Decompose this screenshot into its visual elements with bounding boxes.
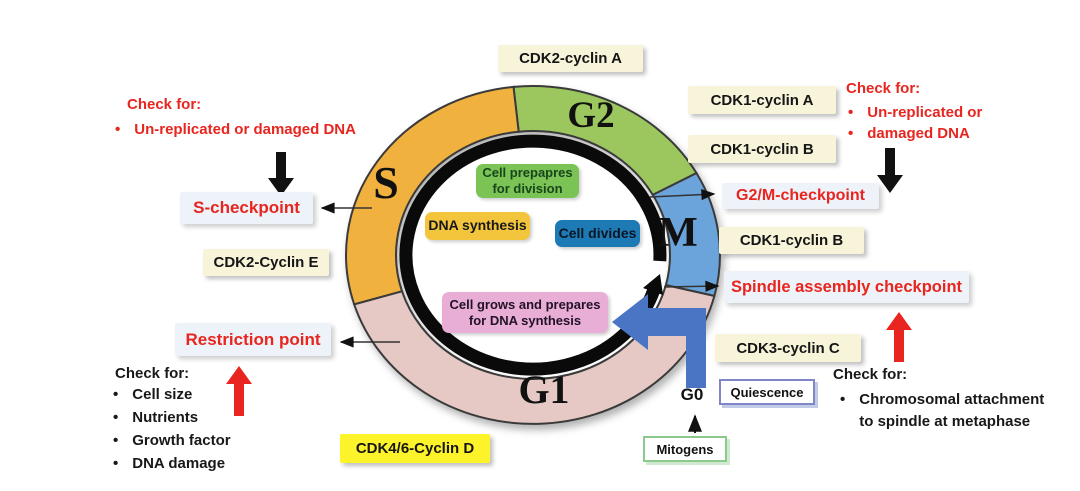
check-list-restriction-item-text: Nutrients [132, 409, 199, 426]
action-box-m: Cell divides [555, 220, 640, 247]
check-list-restriction-item-text: DNA damage [132, 455, 226, 472]
cycle-direction-arrowhead [643, 274, 663, 295]
action-box-g2: Cell prepapres for division [476, 164, 579, 198]
phase-label-g1: G1 [518, 367, 570, 412]
check-list-spindle-item: Chromosomal attachment to spindle at met… [840, 389, 1055, 433]
action-box-g1: Cell grows and prepares for DNA synthesi… [442, 292, 608, 333]
check-list-g2m-item-text: Un-replicated or [867, 104, 983, 121]
quiescence-box: Quiescence [719, 379, 815, 405]
arrow-down-icon-right [877, 148, 903, 193]
check-list-spindle-item-text: Chromosomal attachment to spindle at met… [859, 391, 1045, 430]
arrow-up-red-right [886, 312, 912, 362]
cyclin-box-cdk1-cyclin-b-lower: CDK1-cyclin B [719, 227, 864, 254]
check-list-restriction-item-text: Cell size [132, 386, 193, 403]
mitogens-box: Mitogens [643, 436, 727, 462]
check-list-restriction-item-text: Growth factor [132, 432, 231, 449]
action-box-s: DNA synthesis [425, 212, 530, 240]
check-list-spindle-heading: Check for: [833, 366, 908, 383]
arrow-down-icon-left [268, 152, 294, 196]
cyclin-box-cdk3-cyclin-c: CDK3-cyclin C [715, 334, 861, 362]
cyclin-box-cdk2-cyclin-a: CDK2-cyclin A [498, 45, 643, 72]
check-list-restriction-item: Nutrients [113, 407, 198, 429]
check-list-restriction-item: DNA damage [113, 453, 225, 475]
connector-spindle-checkpoint [663, 280, 720, 292]
check-list-g2m-item: damaged DNA [848, 123, 970, 145]
connector-g2m-checkpoint [649, 188, 716, 201]
check-list-restriction-heading: Check for: [115, 365, 190, 382]
ring-phase-m [651, 171, 721, 298]
phase-label-m: M [658, 210, 698, 256]
check-list-restriction-item: Cell size [113, 384, 192, 406]
cycle-direction-arc [399, 134, 667, 376]
arrow-up-red-left [226, 366, 252, 416]
g0-label: G0 [680, 385, 704, 404]
cyclin-box-cdk46-cyclin-d: CDK4/6-Cyclin D [340, 434, 490, 463]
phase-label-s: S [373, 157, 399, 208]
check-list-g2m-item-text: damaged DNA [867, 125, 970, 142]
cyclin-box-cdk1-cyclin-b-upper: CDK1-cyclin B [688, 135, 836, 163]
check-list-s-item: Un-replicated or damaged DNA [115, 119, 356, 141]
cyclin-box-cdk1-cyclin-a: CDK1-cyclin A [688, 86, 836, 114]
cycle-ring [345, 85, 721, 425]
checkpoint-box-g2m: G2/M-checkpoint [722, 183, 879, 209]
g0-entry-arrow [612, 294, 706, 388]
check-list-g2m-item: Un-replicated or [848, 102, 982, 124]
cyclin-box-cdk2-cyclin-e: CDK2-Cyclin E [203, 249, 329, 276]
check-list-restriction-item: Growth factor [113, 430, 231, 452]
checkpoint-box-spindle: Spindle assembly checkpoint [724, 271, 969, 303]
check-list-s-item-text: Un-replicated or damaged DNA [134, 121, 356, 138]
phase-label-g2: G2 [567, 95, 615, 136]
check-list-g2m-heading: Check for: [846, 80, 921, 97]
ring-phase-g1 [352, 283, 716, 425]
checkpoint-box-s: S-checkpoint [180, 192, 313, 224]
checkpoint-box-restriction: Restriction point [175, 323, 331, 356]
check-list-s-heading: Check for: [127, 96, 202, 113]
